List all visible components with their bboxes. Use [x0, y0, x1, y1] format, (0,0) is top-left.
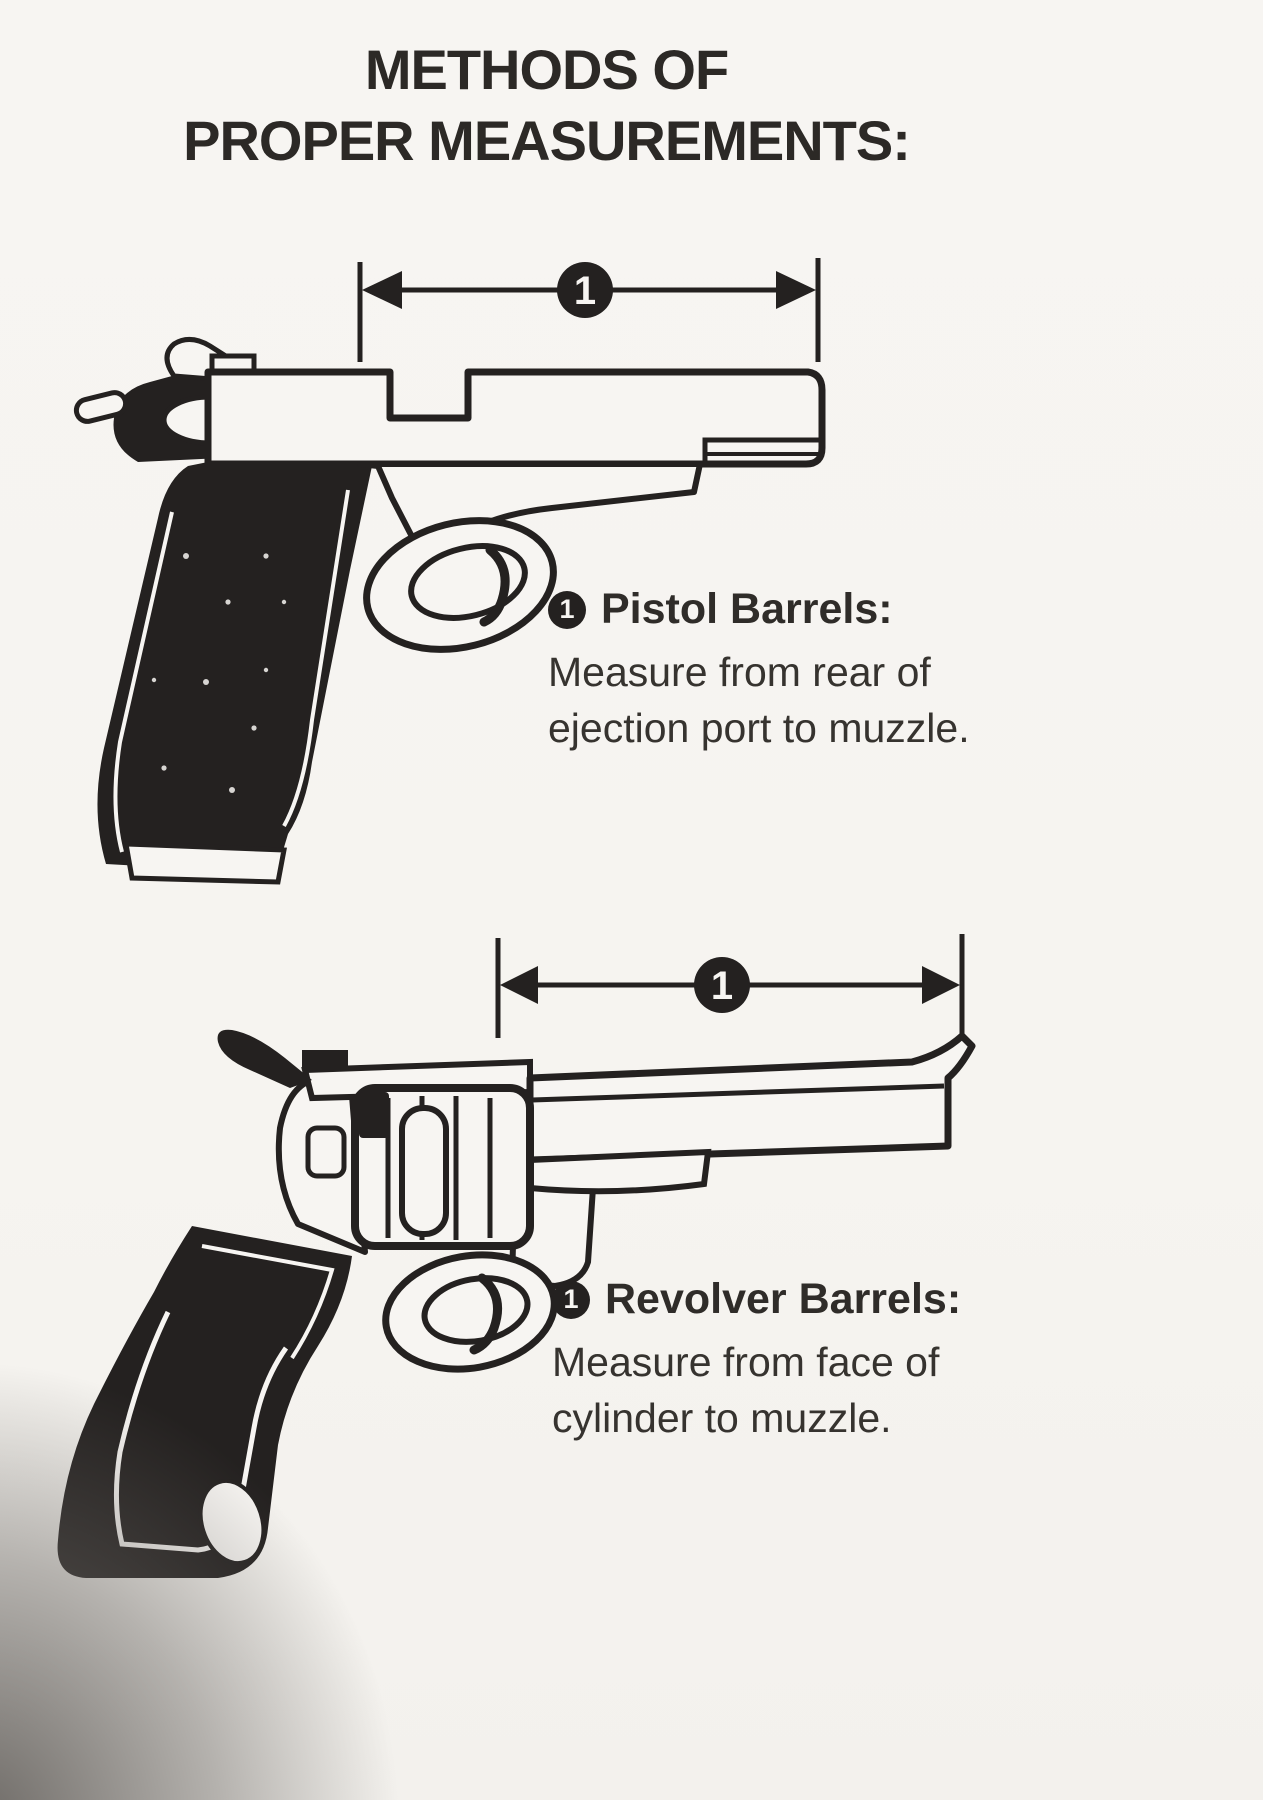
revolver-callout-marker-label: 1 [563, 1284, 579, 1314]
page-title: METHODS OF PROPER MEASUREMENTS: [0, 34, 1093, 176]
revolver-drawing [57, 1029, 976, 1578]
revolver-caption-line2: cylinder to muzzle. [552, 1395, 892, 1441]
measurement-marker-label: 1 [711, 964, 733, 1008]
cylinder-chamber-detail [399, 1105, 449, 1237]
grip-inner-outline-right [282, 489, 350, 827]
revolver-caption-line1: Measure from face of [552, 1339, 940, 1385]
pistol-drawing [73, 337, 826, 885]
right-arrowhead-icon [922, 966, 960, 1004]
cylinder-shadow-detail [359, 1092, 389, 1138]
pistol-trigger-guard [363, 517, 557, 653]
revolver-hammer [217, 1029, 312, 1088]
pistol-caption-heading-row: 1 Pistol Barrels: [548, 585, 1068, 634]
measurement-marker-circle [694, 957, 750, 1013]
pistol-measurement-arrow: 1 [357, 258, 821, 362]
revolver-callout-marker-icon: 1 [552, 1280, 590, 1319]
revolver-rear-sight [302, 1050, 348, 1068]
pistol-magazine-base [122, 841, 287, 885]
measurement-marker-label: 1 [574, 269, 596, 313]
pistol-illustration: 1 [73, 258, 826, 885]
revolver-ejector-shroud [527, 1148, 712, 1195]
pistol-grip-texture [151, 553, 287, 793]
measurement-marker-circle [557, 262, 613, 318]
revolver-cylinder-latch [305, 1125, 347, 1179]
pistol-caption-heading: Pistol Barrels: [601, 585, 893, 633]
revolver-caption: 1 Revolver Barrels: Measure from face of… [552, 1275, 1072, 1446]
revolver-trigger [469, 1273, 502, 1355]
pistol-caption-line1: Measure from rear of [548, 649, 931, 695]
pistol-trigger [479, 545, 510, 627]
page-title-line1: METHODS OF [364, 38, 729, 101]
revolver-caption-heading: Revolver Barrels: [605, 1275, 962, 1323]
page-title-line2: PROPER MEASUREMENTS: [183, 109, 911, 173]
left-arrowhead-icon [362, 271, 402, 309]
revolver-measurement-arrow: 1 [495, 934, 965, 1038]
revolver-caption-heading-row: 1 Revolver Barrels: [552, 1275, 1072, 1324]
pistol-slide [204, 368, 826, 468]
barrel-contour-line [531, 1083, 945, 1103]
left-arrowhead-icon [500, 966, 538, 1004]
grip-inner-outline-left [113, 511, 174, 853]
revolver-barrel [526, 1032, 976, 1164]
pistol-callout-marker-label: 1 [559, 594, 575, 624]
right-arrowhead-icon [776, 271, 816, 309]
pistol-callout-marker-icon: 1 [548, 590, 586, 629]
revolver-illustration: 1 [57, 934, 976, 1578]
pistol-takedown-lever [73, 390, 129, 424]
revolver-cylinder [351, 1084, 534, 1250]
pistol-caption: 1 Pistol Barrels: Measure from rear of e… [548, 585, 1068, 756]
pistol-caption-line2: ejection port to muzzle. [548, 705, 970, 751]
